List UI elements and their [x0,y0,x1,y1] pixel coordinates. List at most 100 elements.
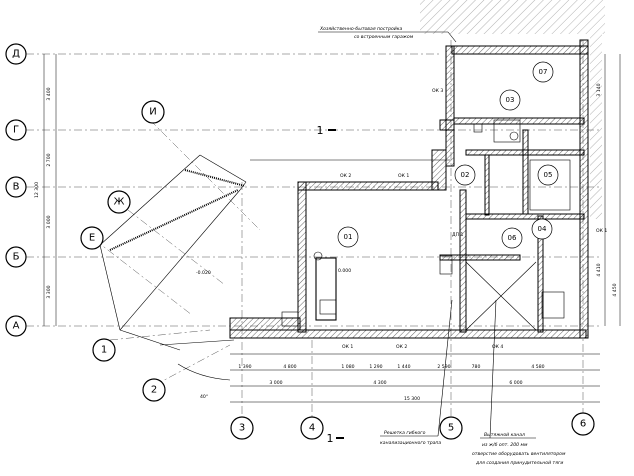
svg-text:6: 6 [580,419,586,430]
bottom-dims: 1 390 4 800 1 080 1 290 1 440 2 590 780 … [238,364,544,402]
interior-details [281,119,571,331]
section-mark-top: 1 [317,124,336,137]
room-labels: 01 02 03 04 05 06 07 [337,61,559,249]
dim-b3-0: 15 300 [404,396,420,402]
svg-text:Б: Б [13,252,20,263]
axis-B-bubble: Б [5,246,27,268]
room-07: 07 [532,61,554,83]
svg-text:И: И [149,107,156,118]
note-top: Хозяйственно-бытовая постройка со встрое… [318,26,457,43]
svg-text:Вытяжной канал: Вытяжной канал [484,432,525,438]
walls [229,39,589,339]
room-02: 02 [454,164,476,186]
svg-text:ОК 4: ОК 4 [492,344,503,350]
svg-text:02: 02 [461,171,470,179]
room-03: 03 [499,89,521,111]
axis-G-bubble: Г [5,119,27,141]
room-05: 05 [537,164,559,186]
axis-E-bubble: Е [80,226,104,250]
note-bottom-left: Решетка гибкого канализационного трапа [380,299,453,446]
svg-text:07: 07 [539,68,548,76]
dim-b2-1: 4 300 [373,380,386,386]
axis-numbers: 3 4 5 6 [230,412,595,440]
svg-text:1: 1 [101,345,107,356]
svg-text:01: 01 [344,233,353,241]
dim-b1-3: 1 290 [369,364,382,370]
svg-text:ДП 1: ДП 1 [452,232,464,238]
dim-left-4: 3 300 [46,285,52,298]
dim-b2-2: 6 000 [509,380,522,386]
svg-text:ОК 2: ОК 2 [396,344,407,350]
svg-text:1: 1 [327,432,334,445]
svg-text:В: В [13,182,20,193]
svg-text:04: 04 [538,225,547,233]
left-dims: 3 400 2 700 3 000 3 300 12 300 [34,87,52,298]
dim-right-1: 3 140 [596,83,602,96]
level-mark-floor: 0.000 [338,268,351,274]
svg-text:03: 03 [506,96,515,104]
svg-text:Д: Д [12,49,20,60]
dim-left-2: 2 700 [46,153,52,166]
svg-text:Е: Е [89,233,95,244]
dim-b1-6: 780 [472,364,481,370]
angle-label: 40° [200,394,208,400]
dim-left-3: 3 000 [46,215,52,228]
svg-text:Решетка гибкого: Решетка гибкого [384,430,426,436]
axis-V-bubble: В [5,176,27,198]
room-06: 06 [501,227,523,249]
dim-right-3: 4 450 [612,283,618,296]
svg-text:А: А [13,321,20,332]
axis-1-bubble: 1 [92,338,116,362]
note-bottom-right: Вытяжной канал из ж/б опт. 200 мм отверс… [472,299,566,466]
room-01: 01 [337,226,359,248]
svg-text:отверстие оборудовать вентилят: отверстие оборудовать вентилятором [472,451,566,457]
ground-hatch [420,0,605,34]
axis-6-bubble: 6 [571,412,595,436]
svg-text:3: 3 [239,423,245,434]
axis-Zh-bubble: Ж [107,190,131,214]
svg-text:канализационного трапа: канализационного трапа [380,441,441,446]
axis-5-bubble: 5 [439,416,463,440]
axis-diagonal: И Ж Е 1 2 [80,100,166,402]
svg-text:Г: Г [13,125,19,136]
axis-I-bubble: И [141,100,165,124]
svg-text:из ж/б опт. 200 мм: из ж/б опт. 200 мм [482,442,528,448]
svg-text:06: 06 [508,234,517,242]
svg-text:1: 1 [317,124,324,137]
grid-lines [26,40,600,418]
diagonal-porch [99,154,247,351]
dim-left-total: 12 300 [34,182,40,198]
dim-b1-2: 1 080 [341,364,354,370]
axis-2-bubble: 2 [142,378,166,402]
dim-right-2: 4 410 [596,263,602,276]
level-mark-porch: -0.020 [196,270,211,276]
axis-4-bubble: 4 [300,416,324,440]
section-mark-bottom: 1 [327,432,344,445]
dim-left-1: 3 400 [46,87,52,100]
svg-text:ОК 2: ОК 2 [340,173,351,179]
svg-text:со встроенным гаражом: со встроенным гаражом [354,35,414,40]
room-04: 04 [531,218,553,240]
svg-text:ОК 3: ОК 3 [432,88,443,94]
dim-b1-0: 1 390 [238,364,251,370]
svg-text:05: 05 [544,171,553,179]
axis-letters: Д Г В Б А [5,43,27,337]
svg-text:2: 2 [151,385,157,396]
svg-text:4: 4 [309,423,315,434]
dim-b1-4: 1 440 [397,364,410,370]
axis-D-bubble: Д [5,43,27,65]
ground-hatch-right [590,34,602,219]
dim-b1-5: 2 590 [437,364,450,370]
svg-text:Хозяйственно-бытовая постройка: Хозяйственно-бытовая постройка [319,26,403,32]
svg-text:5: 5 [448,423,454,434]
svg-text:ОК 1: ОК 1 [398,173,409,179]
svg-text:ОК 1: ОК 1 [342,344,353,350]
svg-text:для создания принудительной тя: для создания принудительной тяги [475,460,563,466]
window-tags: ОК 2 ОК 1 ОК 1 ОК 2 ОК 4 ОК 3 ОК 1 ДП 1 [340,88,607,350]
svg-text:Ж: Ж [114,197,125,208]
axis-3-bubble: 3 [230,416,254,440]
axis-A-bubble: А [5,315,27,337]
dimensions [43,54,621,403]
svg-text:ОК 1: ОК 1 [596,228,607,234]
